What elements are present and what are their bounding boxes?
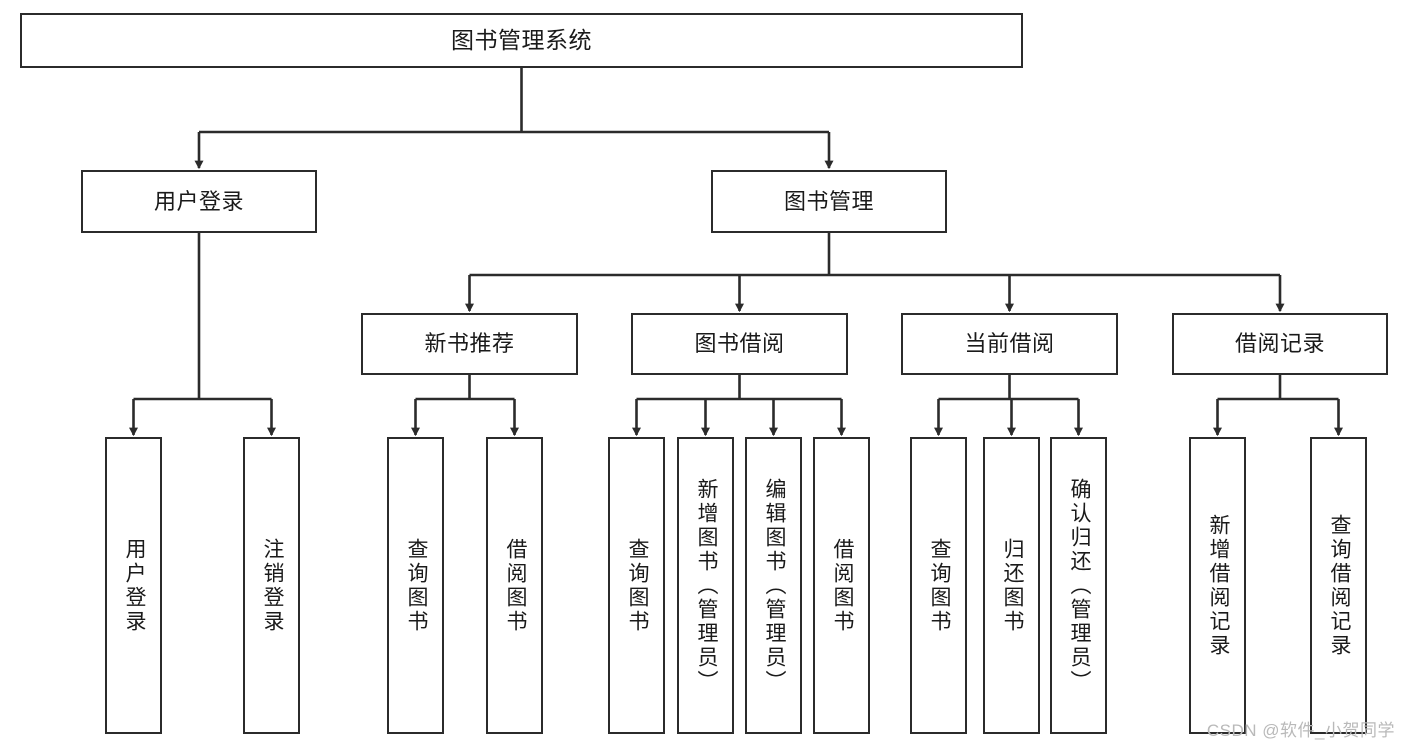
node-label: 借阅图书: [503, 537, 527, 634]
node-label: 查询图书: [404, 537, 428, 634]
node-label: 查询图书: [625, 537, 649, 634]
node-label: 查询借阅记录: [1327, 513, 1351, 658]
node-label: 用户登录: [153, 188, 244, 214]
node-label: 图书管理: [783, 188, 874, 214]
node-label: 确认归还（管理员）: [1067, 477, 1091, 694]
node-l_b1[interactable]: 借阅图书: [486, 437, 543, 734]
node-label: 用户登录: [122, 537, 146, 634]
node-l_logout[interactable]: 注销登录: [243, 437, 300, 734]
node-l_add[interactable]: 新增图书（管理员）: [677, 437, 734, 734]
node-l_q3[interactable]: 查询图书: [910, 437, 967, 734]
node-label: 当前借阅: [964, 331, 1055, 357]
node-label: 新增借阅记录: [1206, 513, 1230, 658]
node-borrow[interactable]: 图书借阅: [631, 313, 848, 375]
node-label: 借阅记录: [1234, 331, 1325, 357]
node-l_return[interactable]: 归还图书: [983, 437, 1040, 734]
node-label: 图书借阅: [694, 331, 785, 357]
node-label: 新书推荐: [424, 331, 515, 357]
node-l_qrec[interactable]: 查询借阅记录: [1310, 437, 1367, 734]
node-l_edit[interactable]: 编辑图书（管理员）: [745, 437, 802, 734]
watermark-text: CSDN @软件_小贺同学: [1206, 721, 1395, 740]
node-l_userlogin[interactable]: 用户登录: [105, 437, 162, 734]
node-label: 查询图书: [927, 537, 951, 634]
node-l_q1[interactable]: 查询图书: [387, 437, 444, 734]
node-root[interactable]: 图书管理系统: [20, 13, 1023, 68]
node-l_confirm[interactable]: 确认归还（管理员）: [1050, 437, 1107, 734]
node-label: 借阅图书: [830, 537, 854, 634]
node-bookmgmt[interactable]: 图书管理: [711, 170, 947, 233]
node-newbook[interactable]: 新书推荐: [361, 313, 578, 375]
node-label: 归还图书: [1000, 537, 1024, 634]
node-label: 新增图书（管理员）: [694, 477, 718, 694]
node-label: 注销登录: [260, 537, 284, 634]
node-label: 图书管理系统: [451, 27, 592, 54]
node-records[interactable]: 借阅记录: [1172, 313, 1388, 375]
node-l_addrec[interactable]: 新增借阅记录: [1189, 437, 1246, 734]
node-login[interactable]: 用户登录: [81, 170, 317, 233]
node-l_b2[interactable]: 借阅图书: [813, 437, 870, 734]
node-l_q2[interactable]: 查询图书: [608, 437, 665, 734]
node-label: 编辑图书（管理员）: [762, 477, 786, 694]
node-current[interactable]: 当前借阅: [901, 313, 1118, 375]
